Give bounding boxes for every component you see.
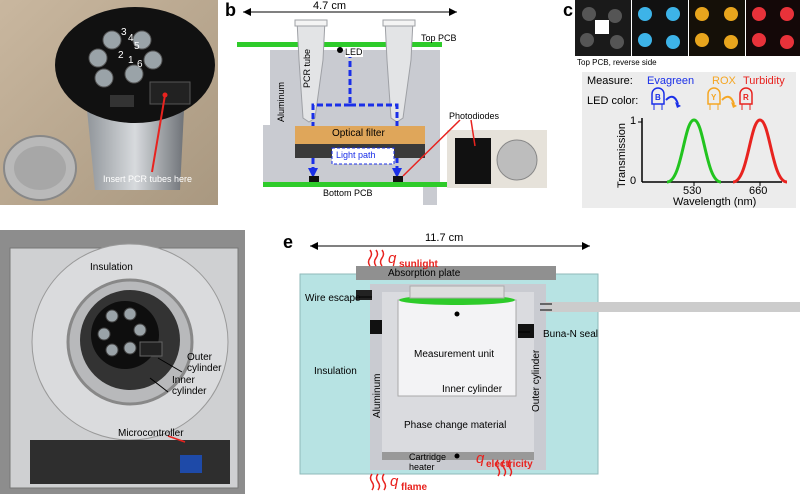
c-transmission-chart [638, 87, 788, 186]
e-outer-cylinder: Outer cylinder [531, 349, 542, 412]
turbidity-curve [732, 118, 788, 184]
e-insulation: Insulation [314, 366, 357, 377]
c-led-letter-b: B [655, 93, 661, 102]
c-measure-rox: ROX [712, 75, 736, 87]
e-phase-change: Phase change material [404, 420, 507, 431]
c-xlabel: Wavelength (nm) [673, 196, 757, 208]
c-caption: Top PCB, reverse side [577, 58, 657, 67]
c-xtick-530: 530 [683, 185, 702, 197]
c-ytick-0: 0 [630, 175, 637, 187]
c-led-color-label: LED color: [587, 95, 639, 107]
c-measure-evagreen: Evagreen [647, 75, 695, 87]
c-xtick-660: 660 [749, 185, 768, 197]
well-num-6: 6 [137, 59, 143, 70]
panel-c-photos [575, 0, 800, 56]
panel-e-letter: e [283, 232, 294, 252]
e-inner-cylinder: Inner cylinder [442, 384, 503, 395]
led-blue-icon [651, 87, 681, 110]
e-absorption-plate: Absorption plate [388, 268, 461, 279]
led-yellow-icon [707, 87, 737, 110]
well-num-3: 3 [121, 27, 127, 38]
b-led: LED [345, 47, 363, 57]
e-measurement-unit: Measurement unit [414, 349, 495, 360]
b-width-dim: 4.7 cm [313, 0, 347, 12]
c-led-letter-y: Y [711, 93, 717, 102]
e-q-flame-sub: flame [401, 482, 428, 493]
e-q-flame: q [390, 473, 399, 490]
panel-c-letter: c [563, 0, 574, 20]
c-measure-label: Measure: [587, 75, 633, 87]
well-num-5: 5 [134, 41, 140, 52]
b-photodiodes: Photodiodes [449, 111, 500, 121]
panel-a-photo [0, 0, 218, 205]
e-cartridge-2: heater [409, 462, 435, 472]
b-bottom-pcb: Bottom PCB [323, 188, 373, 198]
d-insulation: Insulation [90, 262, 133, 273]
c-ytick-1: 1 [630, 115, 637, 127]
d-outer-cylinder: Outer cylinder [187, 352, 222, 374]
well-num-1: 1 [128, 55, 134, 66]
e-q-electricity-sub: electricity [486, 459, 533, 470]
c-led-letter-r: R [743, 93, 749, 102]
e-q-sunlight-sub: sunlight [399, 259, 438, 270]
e-buna-seal: Buna-N seal [543, 329, 599, 340]
e-q-sunlight: q [388, 250, 397, 267]
panel-e-diagram [299, 242, 800, 491]
b-light-path: Light path [336, 150, 376, 160]
b-pcr-tube: PCR tube [302, 48, 312, 88]
insert-pcr-label: Insert PCR tubes here [103, 174, 193, 184]
e-cartridge-1: Cartridge [409, 452, 447, 462]
evagreen-curve [666, 118, 722, 184]
d-microcontroller: Microcontroller [118, 428, 184, 439]
insert-arrow-line [151, 94, 166, 173]
e-q-electricity: q [476, 450, 485, 467]
led-red-icon [739, 87, 753, 110]
well-num-4: 4 [128, 33, 134, 44]
panel-d-photo [0, 230, 245, 494]
panel-b-diagram [237, 8, 547, 205]
c-measure-turbidity: Turbidity [743, 75, 785, 87]
panel-b-letter: b [225, 0, 236, 20]
e-wire-escape: Wire escape [305, 293, 361, 304]
e-width-dim: 11.7 cm [425, 232, 464, 244]
b-optical-filter: Optical filter [332, 128, 385, 139]
b-aluminum: Aluminum [276, 81, 286, 122]
d-inner-cylinder: Inner cylinder [172, 375, 207, 397]
e-aluminum: Aluminum [372, 373, 383, 418]
c-ylabel: Transmission [616, 123, 628, 188]
well-num-2: 2 [118, 50, 124, 61]
b-top-pcb: Top PCB [421, 33, 457, 43]
